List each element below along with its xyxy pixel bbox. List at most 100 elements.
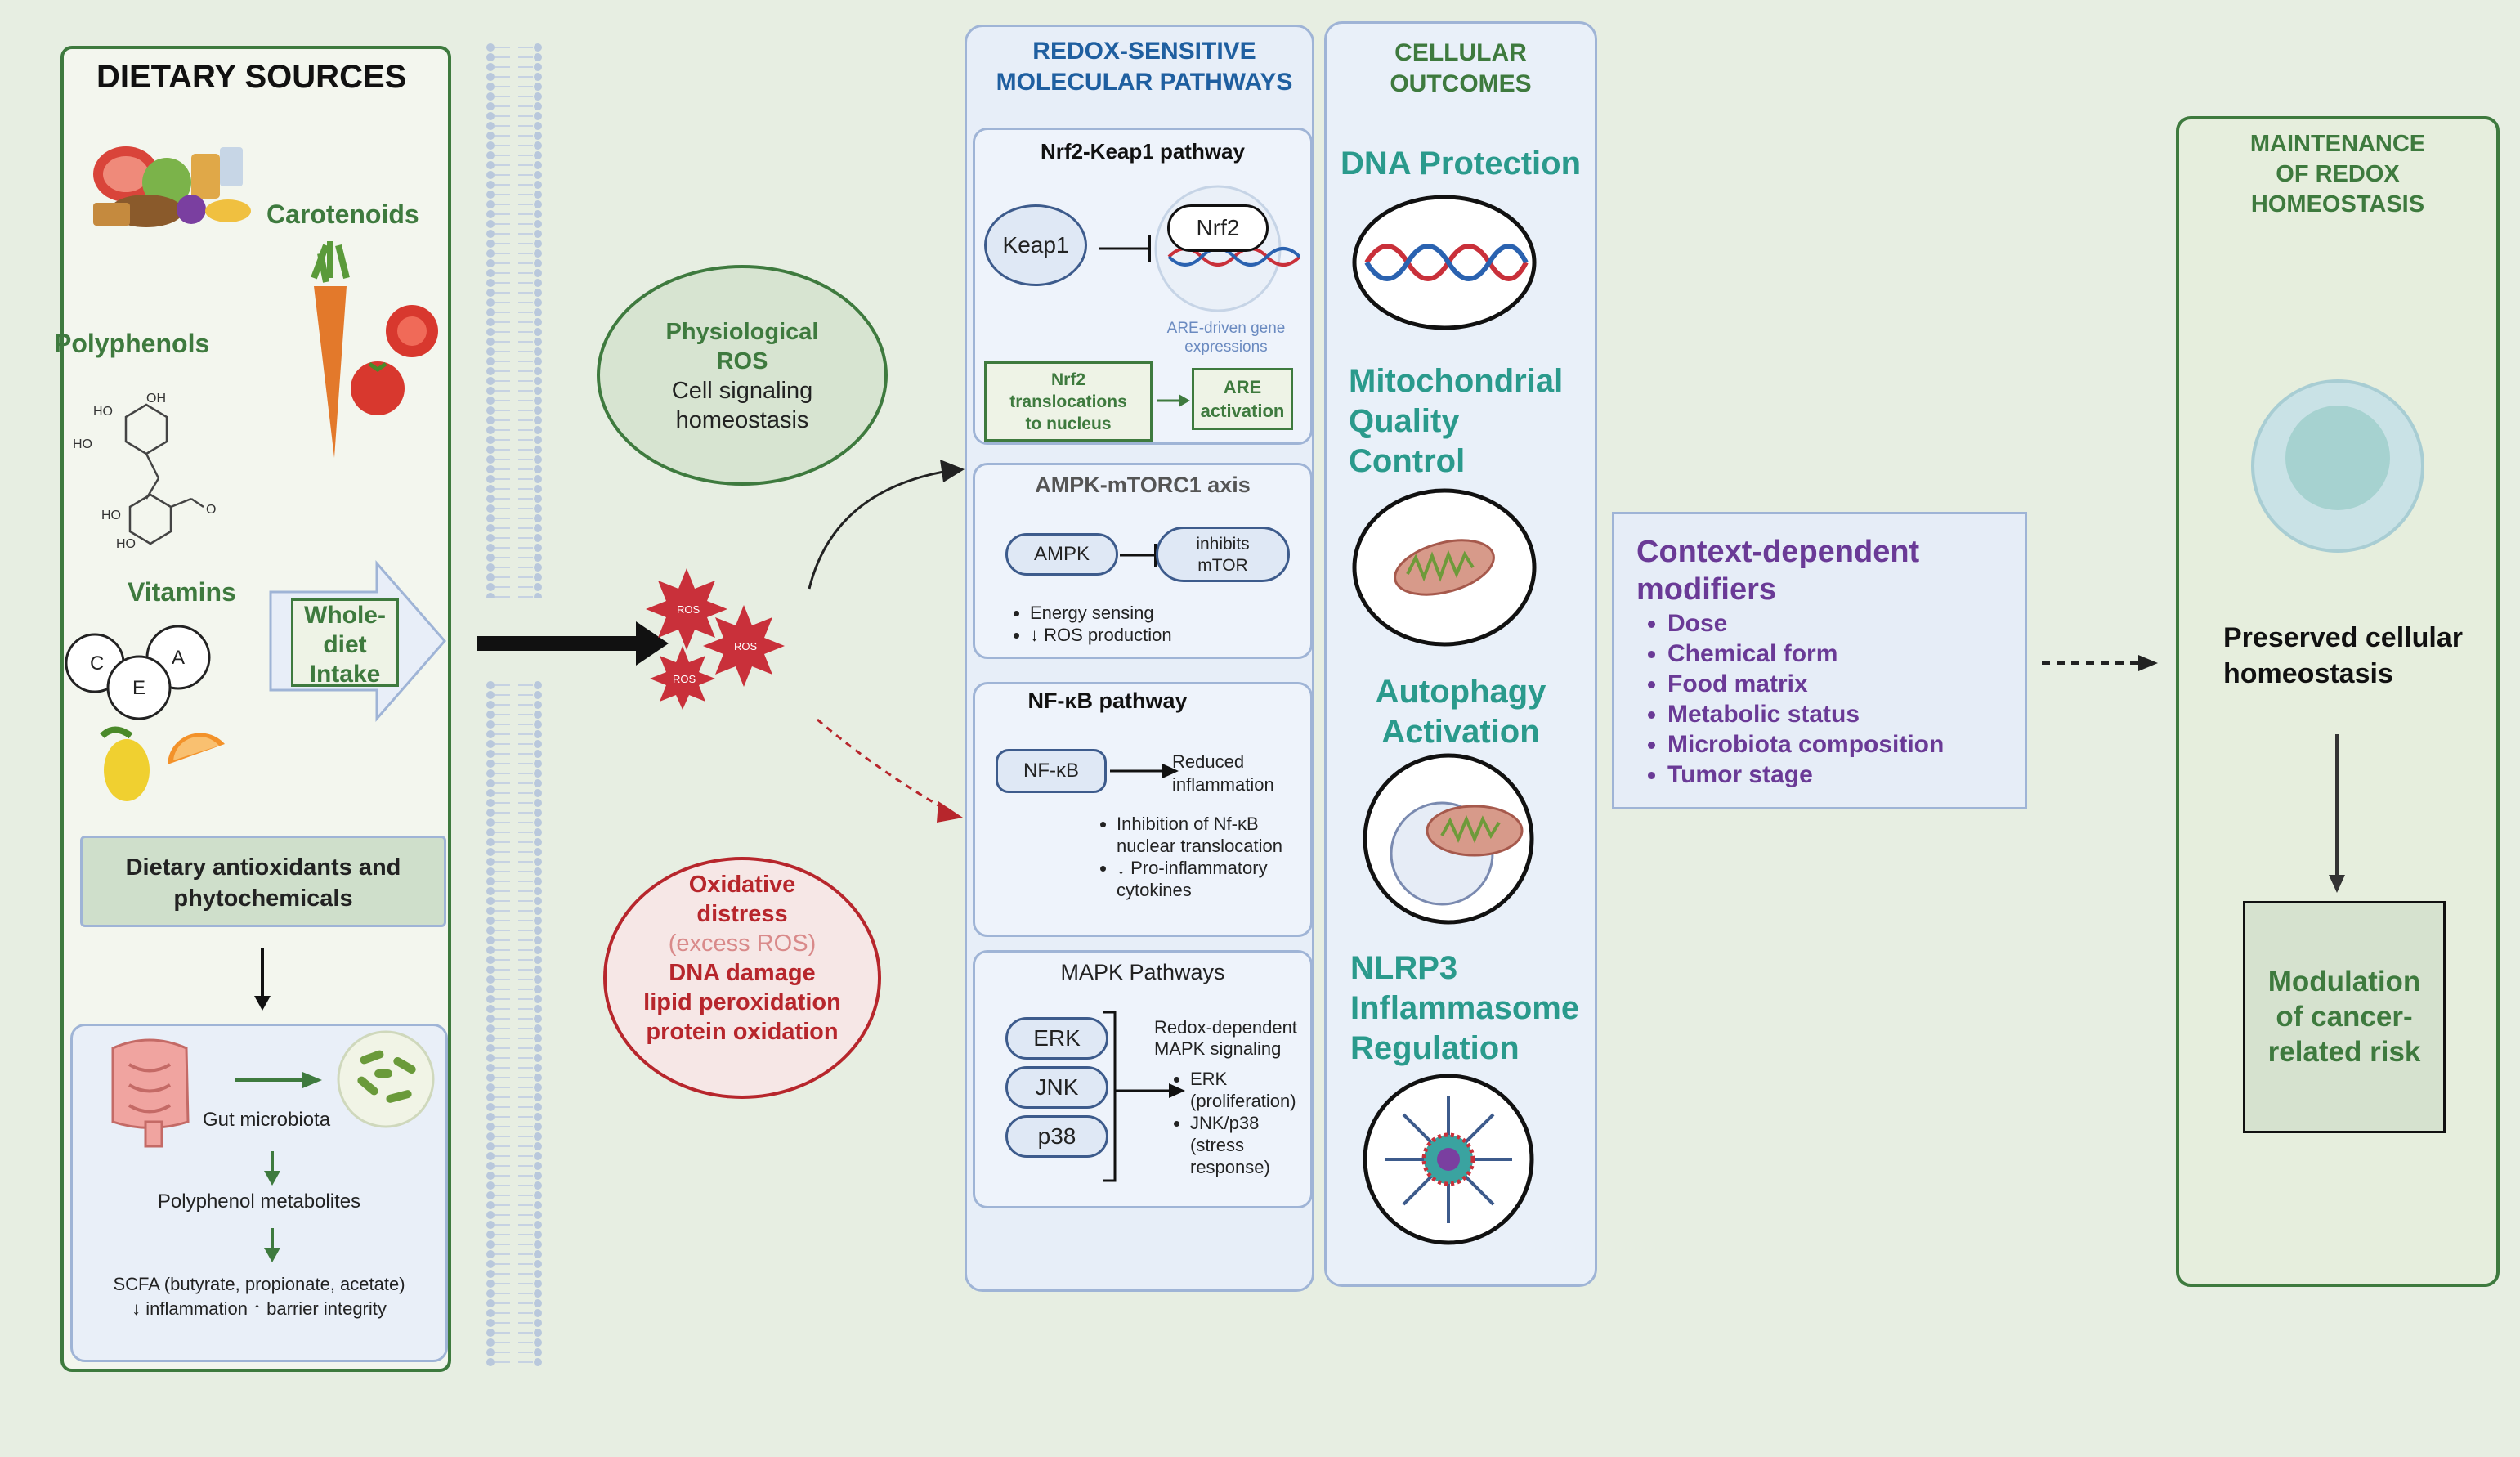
mito-title: Mitochondrial Quality Control <box>1349 363 1564 479</box>
cell-membrane-icon <box>477 43 551 1367</box>
main-black-arrow <box>477 621 669 666</box>
down-arrow-green-1 <box>264 1151 280 1186</box>
down-arrow-1 <box>254 948 271 1011</box>
scfa-line-1: SCFA (butyrate, propionate, acetate) <box>113 1274 405 1294</box>
chem-label-5: HO <box>116 537 136 551</box>
p38-node: p38 <box>1005 1115 1108 1158</box>
citrus-icon <box>100 726 225 801</box>
ros-text-2: ROS <box>734 640 758 652</box>
are-activation-box: ARE activation <box>1192 368 1293 430</box>
down-arrow-green-2 <box>264 1228 280 1262</box>
vitamin-c: C <box>90 652 104 675</box>
modifier-item: Chemical form <box>1667 639 1944 669</box>
modifier-item: Tumor stage <box>1667 760 1944 790</box>
carotenoids-label: Carotenoids <box>266 199 419 229</box>
ampk-bullet-1: Energy sensing <box>1030 602 1172 624</box>
right-arrow-green-1 <box>235 1072 322 1088</box>
nrf2-node: Nrf2 <box>1167 204 1269 252</box>
gut-microbiota-label: Gut microbiota <box>203 1109 331 1131</box>
pathways-title: REDOX-SENSITIVE MOLECULAR PATHWAYS <box>996 38 1293 96</box>
mapk-bullets: ERK (proliferation) JNK/p38 (stress resp… <box>1166 1068 1309 1178</box>
translocation-arrow <box>1157 394 1190 407</box>
modulation-cancer-risk-box: Modulation of cancer- related risk <box>2243 901 2446 1133</box>
inflammasome-icon <box>1363 1074 1534 1245</box>
dna-icon <box>1352 195 1537 330</box>
autophagy-icon <box>1363 753 1534 925</box>
food-basket-icon <box>93 146 251 227</box>
jnk-node: JNK <box>1005 1066 1108 1109</box>
ampk-bullet-2: ↓ ROS production <box>1030 624 1172 646</box>
damage-label: DNA damage lipid peroxidation protein ox… <box>643 960 841 1045</box>
physiological-ros-ellipse <box>597 265 888 486</box>
chem-label-3: HO <box>73 437 92 451</box>
ampk-node: AMPK <box>1005 533 1118 576</box>
nfkb-bullets: Inhibition of Nf-κB nuclear translocatio… <box>1092 813 1305 901</box>
ros-text-3: ROS <box>673 673 696 685</box>
physiological-ros-label: Physiological ROS <box>665 319 819 374</box>
chemical-structure-icon: HO OH HO HO HO O <box>73 392 216 551</box>
nfkb-bullet-2: ↓ Pro-inflammatory cytokines <box>1117 857 1305 901</box>
vitamins-label: Vitamins <box>128 577 236 607</box>
dashed-arrow <box>2042 655 2158 671</box>
dna-protection-title: DNA Protection <box>1340 146 1582 182</box>
cell-icon <box>2251 379 2424 553</box>
curved-arrows <box>808 460 965 823</box>
redox-homeostasis-title: MAINTENANCE OF REDOX HOMEOSTASIS <box>2249 131 2426 217</box>
nfkb-bullet-1: Inhibition of Nf-κB nuclear translocatio… <box>1117 813 1305 857</box>
oxidative-distress-ellipse <box>603 857 881 1099</box>
modifier-item: Dose <box>1667 608 1944 639</box>
excess-ros-label: (excess ROS) <box>668 930 817 957</box>
down-arrow-redox <box>2329 734 2345 893</box>
vitamin-e: E <box>132 677 145 699</box>
mapk-signaling: Redox-dependent MAPK signaling <box>1154 1017 1297 1059</box>
mtor-node: inhibits mTOR <box>1156 527 1290 582</box>
modifier-item: Metabolic status <box>1667 699 1944 729</box>
autophagy-title: Autophagy Activation <box>1375 674 1546 750</box>
dietary-sources-title: DIETARY SOURCES <box>96 59 407 95</box>
nlrp3-title: NLRP3 Inflammasome Regulation <box>1350 950 1580 1066</box>
vitamin-circles-icon: C A E <box>65 625 211 720</box>
ampk-title: AMPK-mTORC1 axis <box>1035 473 1251 497</box>
mapk-bullet-1: ERK (proliferation) <box>1190 1068 1309 1112</box>
chem-label-1: HO <box>93 405 113 419</box>
mapk-bracket-arrow <box>1103 1011 1185 1182</box>
mapk-title: MAPK Pathways <box>1060 960 1225 984</box>
chem-label-4: HO <box>101 509 121 522</box>
oxidative-distress-label: Oxidative distress <box>688 872 796 927</box>
nfkb-result: Reduced inflammation <box>1172 751 1274 795</box>
intestine-icon <box>111 1038 190 1148</box>
ros-burst-icon: ROS ROS ROS <box>646 568 785 710</box>
nrf2-keap1-title: Nrf2-Keap1 pathway <box>1041 139 1245 164</box>
dietary-antioxidants-box: Dietary antioxidants and phytochemicals <box>80 836 446 927</box>
vitamin-a: A <box>172 647 185 669</box>
erk-node: ERK <box>1005 1017 1108 1060</box>
keap1-node: Keap1 <box>984 204 1087 286</box>
mitochondria-icon <box>1352 488 1537 647</box>
nfkb-node: NF-κB <box>996 749 1107 793</box>
scfa-line-2: ↓ inflammation ↑ barrier integrity <box>132 1298 387 1319</box>
outcomes-title: CELLULAR OUTCOMES <box>1390 39 1532 97</box>
carrot-tomato-icon <box>311 241 438 458</box>
keap1-inhibit-arrow <box>1099 235 1151 262</box>
modifiers-box <box>1612 512 2027 809</box>
nfkb-box <box>973 682 1313 937</box>
cell-signaling-label: Cell signaling homeostasis <box>671 378 813 433</box>
nrf2-translocation-box: Nrf2 translocations to nucleus <box>984 361 1153 442</box>
modifiers-list: Dose Chemical form Food matrix Metabolic… <box>1618 608 1944 790</box>
mapk-bullet-2: JNK/p38 (stress response) <box>1190 1112 1309 1178</box>
modifier-item: Microbiota composition <box>1667 729 1944 760</box>
chem-label-2: OH <box>146 392 166 406</box>
whole-diet-intake-box: Whole- diet Intake <box>291 598 399 688</box>
polyphenol-metabolites-label: Polyphenol metabolites <box>157 1190 361 1213</box>
nfkb-title: NF-κB pathway <box>1027 688 1188 713</box>
bacteria-icon <box>337 1030 435 1128</box>
ros-text-1: ROS <box>677 603 700 616</box>
nfkb-arrow <box>1110 764 1179 778</box>
ampk-bullets: Energy sensing ↓ ROS production <box>1005 602 1172 646</box>
polyphenols-label: Polyphenols <box>54 329 210 358</box>
preserved-homeostasis-label: Preserved cellular homeostasis <box>2223 622 2463 689</box>
modifier-item: Food matrix <box>1667 669 1944 699</box>
chem-label-6: O <box>206 503 216 517</box>
are-caption: ARE-driven gene expressions <box>1166 320 1286 356</box>
